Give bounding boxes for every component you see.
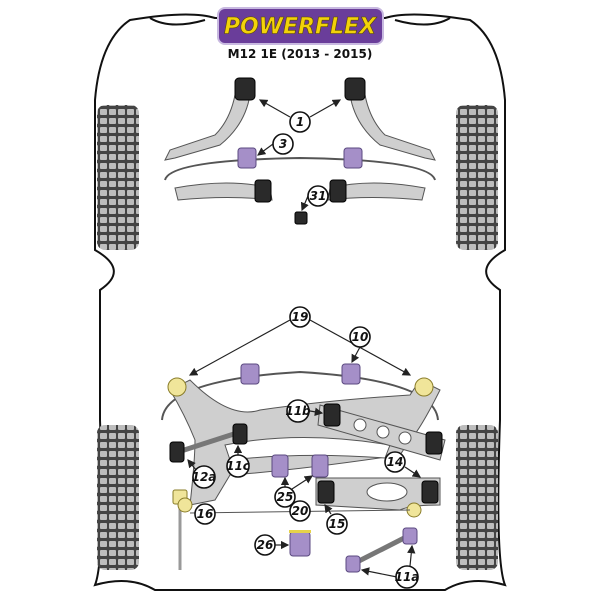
svg-text:11a: 11a	[395, 570, 420, 584]
fender-line	[394, 17, 451, 26]
car-body-outline	[93, 13, 507, 591]
svg-text:16: 16	[197, 507, 214, 521]
bush-26-top	[289, 530, 311, 533]
label-16: 16	[194, 503, 216, 525]
label-26: 26	[254, 534, 276, 556]
bush-11b-front	[323, 403, 341, 427]
label-11a: 11a	[395, 565, 420, 589]
bush-20-front	[177, 497, 193, 513]
svg-text:19: 19	[292, 310, 309, 324]
label-11b: 11b	[285, 399, 311, 423]
svg-text:20: 20	[292, 504, 309, 518]
svg-text:11c: 11c	[226, 459, 250, 473]
label-20: 20	[289, 500, 311, 522]
svg-text:12a: 12a	[192, 470, 217, 484]
label-25: 25	[274, 486, 296, 508]
svg-text:15: 15	[329, 517, 346, 531]
bush-1-right	[344, 77, 366, 101]
arm-hole	[366, 482, 408, 502]
svg-text:31: 31	[310, 189, 327, 203]
bush-3-right	[343, 147, 363, 169]
bush-10-left	[240, 363, 260, 385]
bush-19-right	[414, 377, 434, 397]
label-12a: 12a	[192, 465, 217, 489]
arm-hole	[398, 431, 412, 445]
fender-line	[149, 17, 206, 26]
bush-11b-rear	[425, 431, 443, 455]
label-10: 10	[349, 326, 371, 348]
label-1: 1	[289, 111, 311, 133]
svg-text:POWERFLEX: POWERFLEX	[224, 15, 377, 40]
label-11c: 11c	[226, 454, 250, 478]
wishbone-bush-right	[329, 179, 347, 203]
tyre-rear-left	[97, 425, 139, 570]
front-arm-left	[164, 94, 251, 161]
bush-10-right	[341, 363, 361, 385]
label-14: 14	[384, 451, 406, 473]
tyre-front-left	[97, 105, 139, 250]
label-19: 19	[289, 306, 311, 328]
bush-19-left	[167, 377, 187, 397]
bush-25-right	[311, 454, 329, 478]
svg-text:26: 26	[257, 538, 274, 552]
svg-text:10: 10	[352, 330, 369, 344]
bush-3-left	[237, 147, 257, 169]
svg-text:25: 25	[277, 490, 294, 504]
bush-15-rear	[421, 480, 439, 504]
label-15: 15	[326, 513, 348, 535]
svg-text:1: 1	[296, 115, 304, 129]
bush-11a-left	[345, 555, 361, 573]
svg-text:14: 14	[387, 455, 404, 469]
powerflex-logo: POWERFLEX	[217, 7, 384, 45]
label-31: 31	[307, 185, 329, 207]
front-wishbone-left	[174, 182, 273, 201]
bush-26	[289, 531, 311, 557]
arm-hole	[353, 418, 367, 432]
model-title: M12 1E (2013 - 2015)	[228, 47, 373, 61]
link-11a	[353, 532, 412, 566]
front-arm-right	[349, 94, 436, 161]
bush-1-left	[234, 77, 256, 101]
wishbone-bush-left	[254, 179, 272, 203]
bush-11c	[232, 423, 248, 445]
svg-text:3: 3	[279, 137, 287, 151]
tyre-rear-right	[456, 425, 498, 570]
bush-31	[294, 211, 308, 225]
svg-text:11b: 11b	[285, 404, 311, 418]
bush-25-left	[271, 454, 289, 478]
bush-12a	[169, 441, 185, 463]
front-anti-roll-bar	[164, 156, 436, 181]
bush-11a-right	[402, 527, 418, 545]
arm-hole	[376, 425, 390, 439]
label-3: 3	[272, 133, 294, 155]
bush-15-front	[317, 480, 335, 504]
tyre-front-right	[456, 105, 498, 250]
